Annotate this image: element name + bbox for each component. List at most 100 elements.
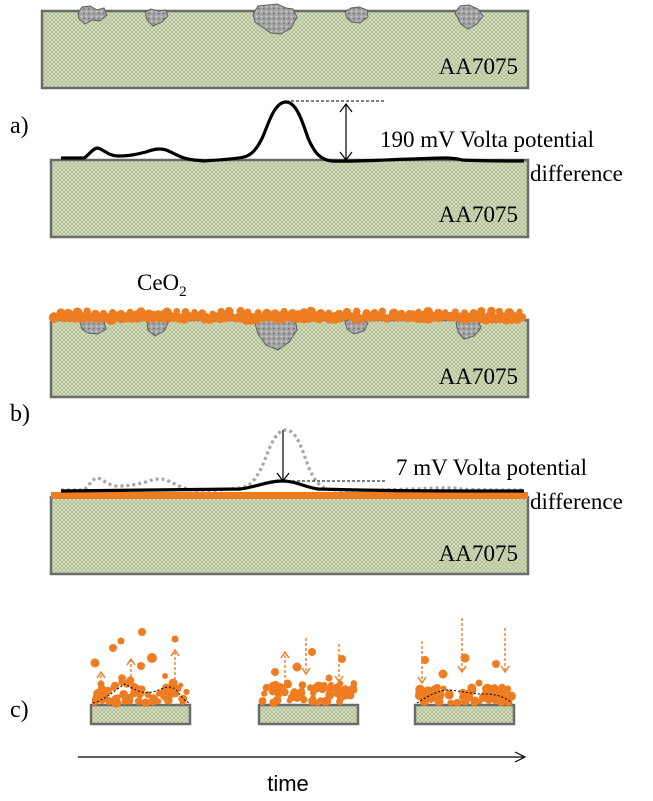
annotation-a-line1: 190 mV Volta potential <box>380 127 594 152</box>
ceria-particle <box>397 309 406 318</box>
ceria-particle <box>447 699 454 706</box>
ceria-particle <box>119 674 125 680</box>
ceria-particle <box>136 307 146 317</box>
panel-label-b: b) <box>10 401 30 427</box>
ceria-particle <box>378 307 387 316</box>
ceria-particle <box>224 306 234 316</box>
ceria-particle <box>469 309 478 317</box>
ceria-particle <box>415 684 425 694</box>
ceria-particle <box>389 308 399 319</box>
ceria-particle <box>440 685 447 692</box>
ceria-particle <box>155 698 162 704</box>
mini-substrate <box>257 703 360 726</box>
ceria-particle <box>351 681 357 688</box>
ceria-particle <box>160 689 169 698</box>
ceria-particle <box>83 307 91 315</box>
ceria-particle <box>284 679 292 687</box>
ceria-particle <box>91 309 100 319</box>
ceria-particle <box>134 697 143 705</box>
ceria-particle <box>460 653 470 663</box>
ceria-particle <box>119 690 129 699</box>
arrowhead <box>126 657 136 666</box>
ceria-particle <box>334 309 344 319</box>
substrate-a <box>49 158 530 239</box>
ceria-particle <box>262 308 272 319</box>
ceria-particle <box>90 658 100 668</box>
ceria-particle <box>236 307 245 316</box>
ceria-coating-layer <box>51 492 528 499</box>
ceria-particle <box>352 307 361 316</box>
ceria-particle <box>453 698 462 707</box>
ceria-particle <box>126 308 134 316</box>
ceria-particle <box>148 698 155 705</box>
ceria-particle <box>126 695 133 703</box>
ceria-particle <box>272 680 279 687</box>
ceria-particle <box>163 695 173 705</box>
panel-c: c) time <box>10 618 527 796</box>
ceria-particle <box>179 694 188 704</box>
ceria-particle <box>306 306 316 317</box>
ceria-particle <box>181 308 190 316</box>
ceria-particle <box>270 309 280 319</box>
ceria-particle <box>299 681 306 688</box>
ceria-particle <box>486 688 495 697</box>
ceria-particle <box>310 695 317 702</box>
ceria-particle <box>475 679 483 687</box>
intermetallic-particle <box>144 8 169 27</box>
ceria-particle <box>492 660 500 668</box>
ceria-particle <box>130 683 139 692</box>
annotation-a-line2: difference <box>530 161 623 186</box>
ceria-particle <box>308 648 316 656</box>
panel-label-a: a) <box>10 113 29 139</box>
ceria-particle <box>56 308 66 318</box>
intermetallic-particle <box>454 4 484 30</box>
mini-substrate <box>413 703 516 726</box>
ceria-particle <box>307 684 314 692</box>
ceria-particle-pile <box>258 679 358 707</box>
ceria-formula: CeO2 <box>137 270 187 300</box>
ceria-particle <box>438 669 448 679</box>
top-substrate-group: AA7075 <box>40 3 530 90</box>
ceria-particle <box>325 674 333 682</box>
stage-3 <box>413 618 516 726</box>
ceria-particle <box>272 699 279 706</box>
ceria-particle <box>434 308 443 317</box>
ceria-particle <box>261 690 268 697</box>
ceria-particle <box>461 309 468 317</box>
ceria-particle <box>171 635 179 643</box>
arrowhead <box>457 665 467 674</box>
ceria-particle <box>405 310 413 318</box>
dissolution-arrows <box>96 648 180 703</box>
substrate-b <box>49 495 530 576</box>
ceria-particle <box>198 309 207 318</box>
ceria-particle <box>138 628 146 636</box>
ceria-particle <box>63 308 73 318</box>
ceria-particle <box>441 309 449 316</box>
ceria-particle <box>370 309 379 317</box>
ceria-particle <box>516 308 523 315</box>
substrate-label: AA7075 <box>439 541 518 566</box>
ceria-particle <box>244 308 252 316</box>
arrowhead <box>96 670 106 679</box>
ceria-particle <box>162 307 172 318</box>
ceria-particle <box>173 308 180 315</box>
time-axis-label: time <box>267 771 309 796</box>
ceria-particle <box>122 680 131 688</box>
volta-potential-profile-a <box>61 100 525 163</box>
ceria-particle <box>362 309 371 318</box>
ceria-particle <box>421 656 429 664</box>
ceria-particle <box>293 693 301 702</box>
ceria-particle <box>451 308 459 316</box>
panel-b: b) 7 mV Volta potential difference AA707… <box>10 401 623 576</box>
stage-1 <box>89 628 192 726</box>
ceria-particle <box>326 686 332 693</box>
ceria-particle <box>209 310 216 317</box>
ceria-particle <box>165 685 175 694</box>
ceria-particle <box>141 698 150 707</box>
ceria-particle <box>254 309 262 316</box>
ceria-particle <box>481 690 488 697</box>
ceria-particle <box>487 306 496 316</box>
ceria-particle <box>144 309 154 318</box>
annotation-b-line1: 7 mV Volta potential <box>396 455 587 480</box>
